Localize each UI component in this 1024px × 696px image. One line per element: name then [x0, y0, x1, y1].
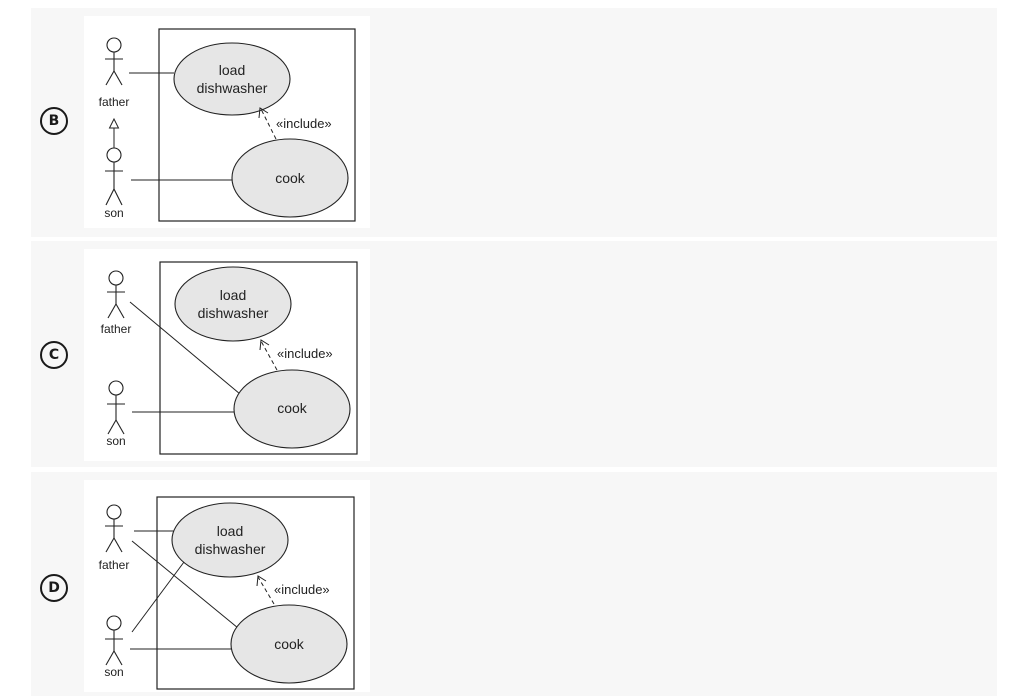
diagram-svg-b: father son load dishwasher cook	[99, 28, 356, 222]
use-case-cook	[233, 369, 351, 449]
use-case-diagram-c: father son load dishwasher cook «inclu	[84, 249, 370, 461]
option-letter-d[interactable]: D	[40, 574, 68, 602]
option-letter-b[interactable]: B	[40, 107, 68, 135]
use-case-cook-label: cook	[274, 636, 305, 652]
use-case-diagram-b: father son load dishwasher cook	[84, 16, 370, 228]
actor-son-label: son	[104, 206, 123, 220]
use-case-cook	[230, 604, 348, 684]
actor-son-label: son	[104, 665, 123, 679]
use-case-load-dishwasher	[174, 266, 292, 342]
answer-option-d[interactable]: D father son	[31, 472, 997, 696]
use-case-load-dishwasher	[171, 502, 289, 578]
actor-father-figure	[107, 270, 125, 319]
use-case-diagram-d: father son load dishwasher cook	[84, 480, 370, 692]
include-dependency-arrow	[258, 107, 277, 140]
include-dependency-arrow	[259, 339, 278, 371]
system-boundary	[158, 28, 356, 222]
actor-son-figure	[107, 380, 125, 435]
actor-son-figure	[105, 615, 123, 666]
actor-father-figure	[105, 37, 123, 86]
include-label: «include»	[276, 116, 332, 131]
diagram-svg-d: father son load dishwasher cook	[99, 496, 355, 690]
association-son-load	[131, 561, 185, 633]
answer-option-b[interactable]: B father son	[31, 8, 997, 237]
actor-father-label: father	[101, 322, 132, 336]
generalization-arrow	[108, 117, 120, 150]
association-father-cook	[129, 301, 241, 395]
actor-father-label: father	[99, 558, 130, 572]
use-case-cook-label: cook	[275, 170, 306, 186]
use-case-load-label: load	[217, 523, 243, 539]
use-case-load-label: load	[219, 62, 245, 78]
actor-son-label: son	[106, 434, 125, 448]
include-label: «include»	[274, 582, 330, 597]
use-case-load-label: load	[220, 287, 246, 303]
diagram-svg-c: father son load dishwasher cook «inclu	[101, 261, 358, 455]
use-case-dishwasher-label: dishwasher	[198, 305, 269, 321]
use-case-dishwasher-label: dishwasher	[195, 541, 266, 557]
use-case-dishwasher-label: dishwasher	[197, 80, 268, 96]
answer-option-c[interactable]: C father son load	[31, 241, 997, 467]
include-dependency-arrow	[256, 575, 275, 605]
system-boundary	[156, 496, 355, 690]
use-case-load-dishwasher	[173, 42, 291, 116]
use-case-cook-label: cook	[277, 400, 308, 416]
actor-son-figure	[105, 147, 123, 206]
use-case-cook	[231, 138, 349, 218]
actor-father-label: father	[99, 95, 130, 109]
association-father-cook	[131, 540, 239, 629]
include-label: «include»	[277, 346, 333, 361]
system-boundary	[159, 261, 358, 455]
actor-father-figure	[105, 504, 123, 553]
option-letter-c[interactable]: C	[40, 341, 68, 369]
